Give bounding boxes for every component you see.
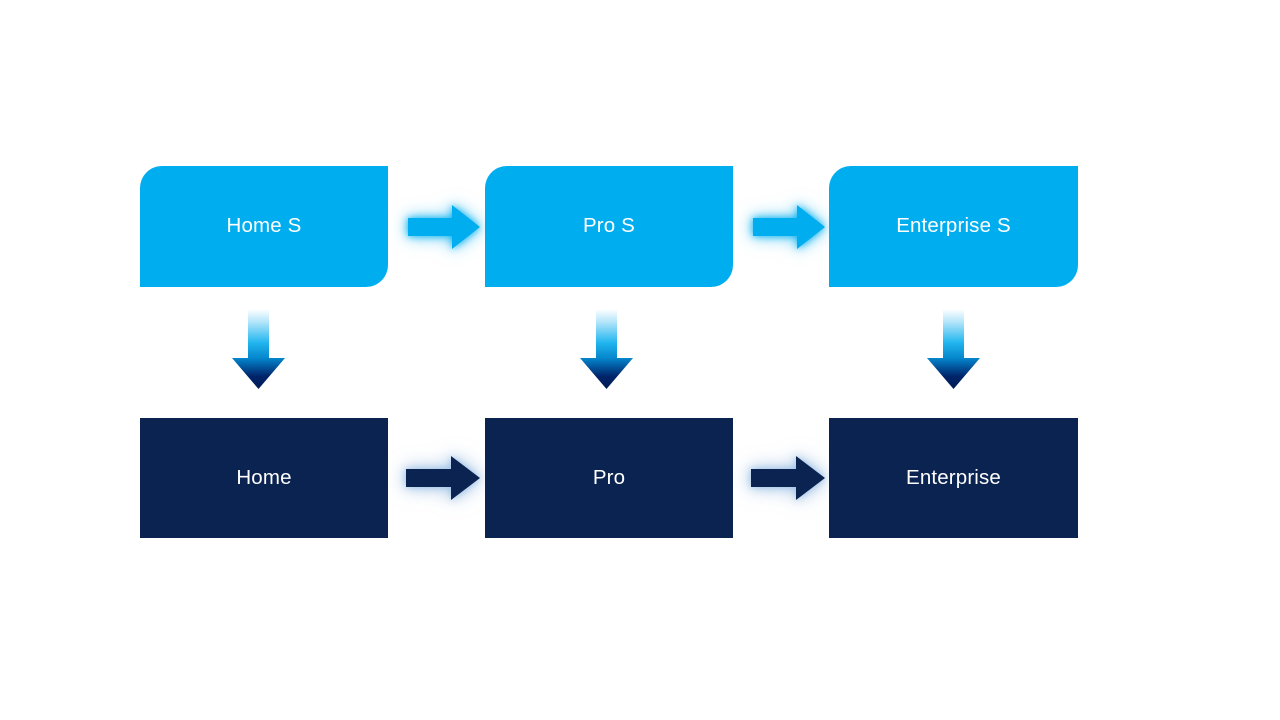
arrow-right-icon [753,205,825,249]
node-home[interactable]: Home [140,418,388,538]
node-pro-s-label: Pro S [582,214,636,238]
arrow-down-icon [927,309,980,389]
connector-pro-s-to-pro [580,309,633,389]
node-home-s-label: Home S [226,214,302,238]
connector-home-s-to-home [232,309,285,389]
node-pro-s[interactable]: Pro S [485,166,733,287]
connector-pro-s-to-enterprise-s [753,205,825,249]
node-enterprise-s-label: Enterprise S [896,214,1011,238]
connector-home-s-to-pro-s [408,205,480,249]
node-enterprise-label: Enterprise [906,465,1001,489]
node-home-label: Home [236,465,292,489]
node-home-s[interactable]: Home S [140,166,388,287]
node-pro-label: Pro [592,465,626,489]
node-enterprise-s[interactable]: Enterprise S [829,166,1078,287]
node-pro[interactable]: Pro [485,418,733,538]
arrow-down-icon [580,309,633,389]
connector-pro-to-enterprise [751,456,825,500]
node-enterprise[interactable]: Enterprise [829,418,1078,538]
arrow-right-icon [751,456,825,500]
connector-home-to-pro [406,456,480,500]
arrow-down-icon [232,309,285,389]
arrow-right-icon [406,456,480,500]
arrow-right-icon [408,205,480,249]
connector-enterprise-s-to-enterprise [927,309,980,389]
